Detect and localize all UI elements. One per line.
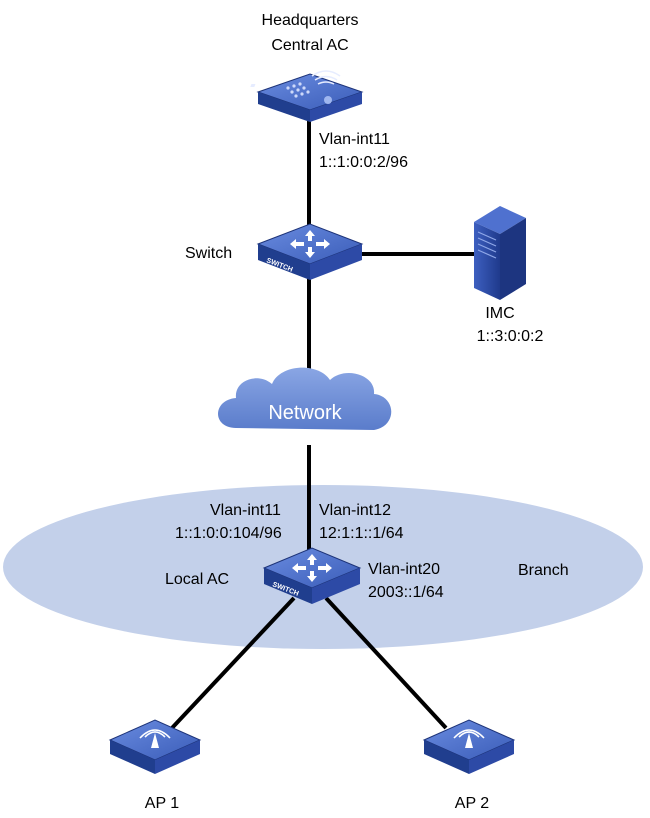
local-ac-if-down-address: 2003::1/64	[368, 584, 444, 601]
local-ac-label: Local AC	[165, 571, 229, 588]
local-ac-if-left-name: Vlan-int11	[210, 502, 281, 519]
switch-icon: SWITCH	[256, 223, 364, 280]
imc-address: 1::3:0:0:2	[477, 328, 544, 345]
local-ac-if-right-address: 12:1:1::1/64	[319, 525, 404, 542]
local-ac-icon: SWITCH	[262, 547, 362, 604]
central-ac-icon	[250, 70, 364, 122]
local-ac-if-right-name: Vlan-int12	[319, 502, 391, 519]
ap2-label: AP 2	[455, 795, 490, 812]
switch-label: Switch	[185, 245, 232, 262]
imc-name: IMC	[485, 305, 514, 322]
ap1-label: AP 1	[145, 795, 180, 812]
network-label: Network	[268, 402, 342, 424]
hq-ac-label-line2: Central AC	[271, 37, 348, 54]
local-ac-if-left-address: 1::1:0:0:104/96	[175, 525, 282, 542]
ap2-icon	[422, 719, 516, 774]
hq-ac-label-line1: Headquarters	[262, 12, 359, 29]
hq-interface-address: 1::1:0:0:2/96	[319, 154, 408, 171]
link-localac-ap2	[324, 596, 448, 730]
branch-label: Branch	[518, 562, 569, 579]
imc-server-icon	[474, 206, 526, 300]
ap1-icon	[108, 719, 202, 774]
hq-interface-name: Vlan-int11	[319, 131, 390, 148]
local-ac-if-down-name: Vlan-int20	[368, 561, 440, 578]
link-localac-ap1	[170, 596, 296, 730]
network-cloud-icon	[218, 367, 392, 430]
